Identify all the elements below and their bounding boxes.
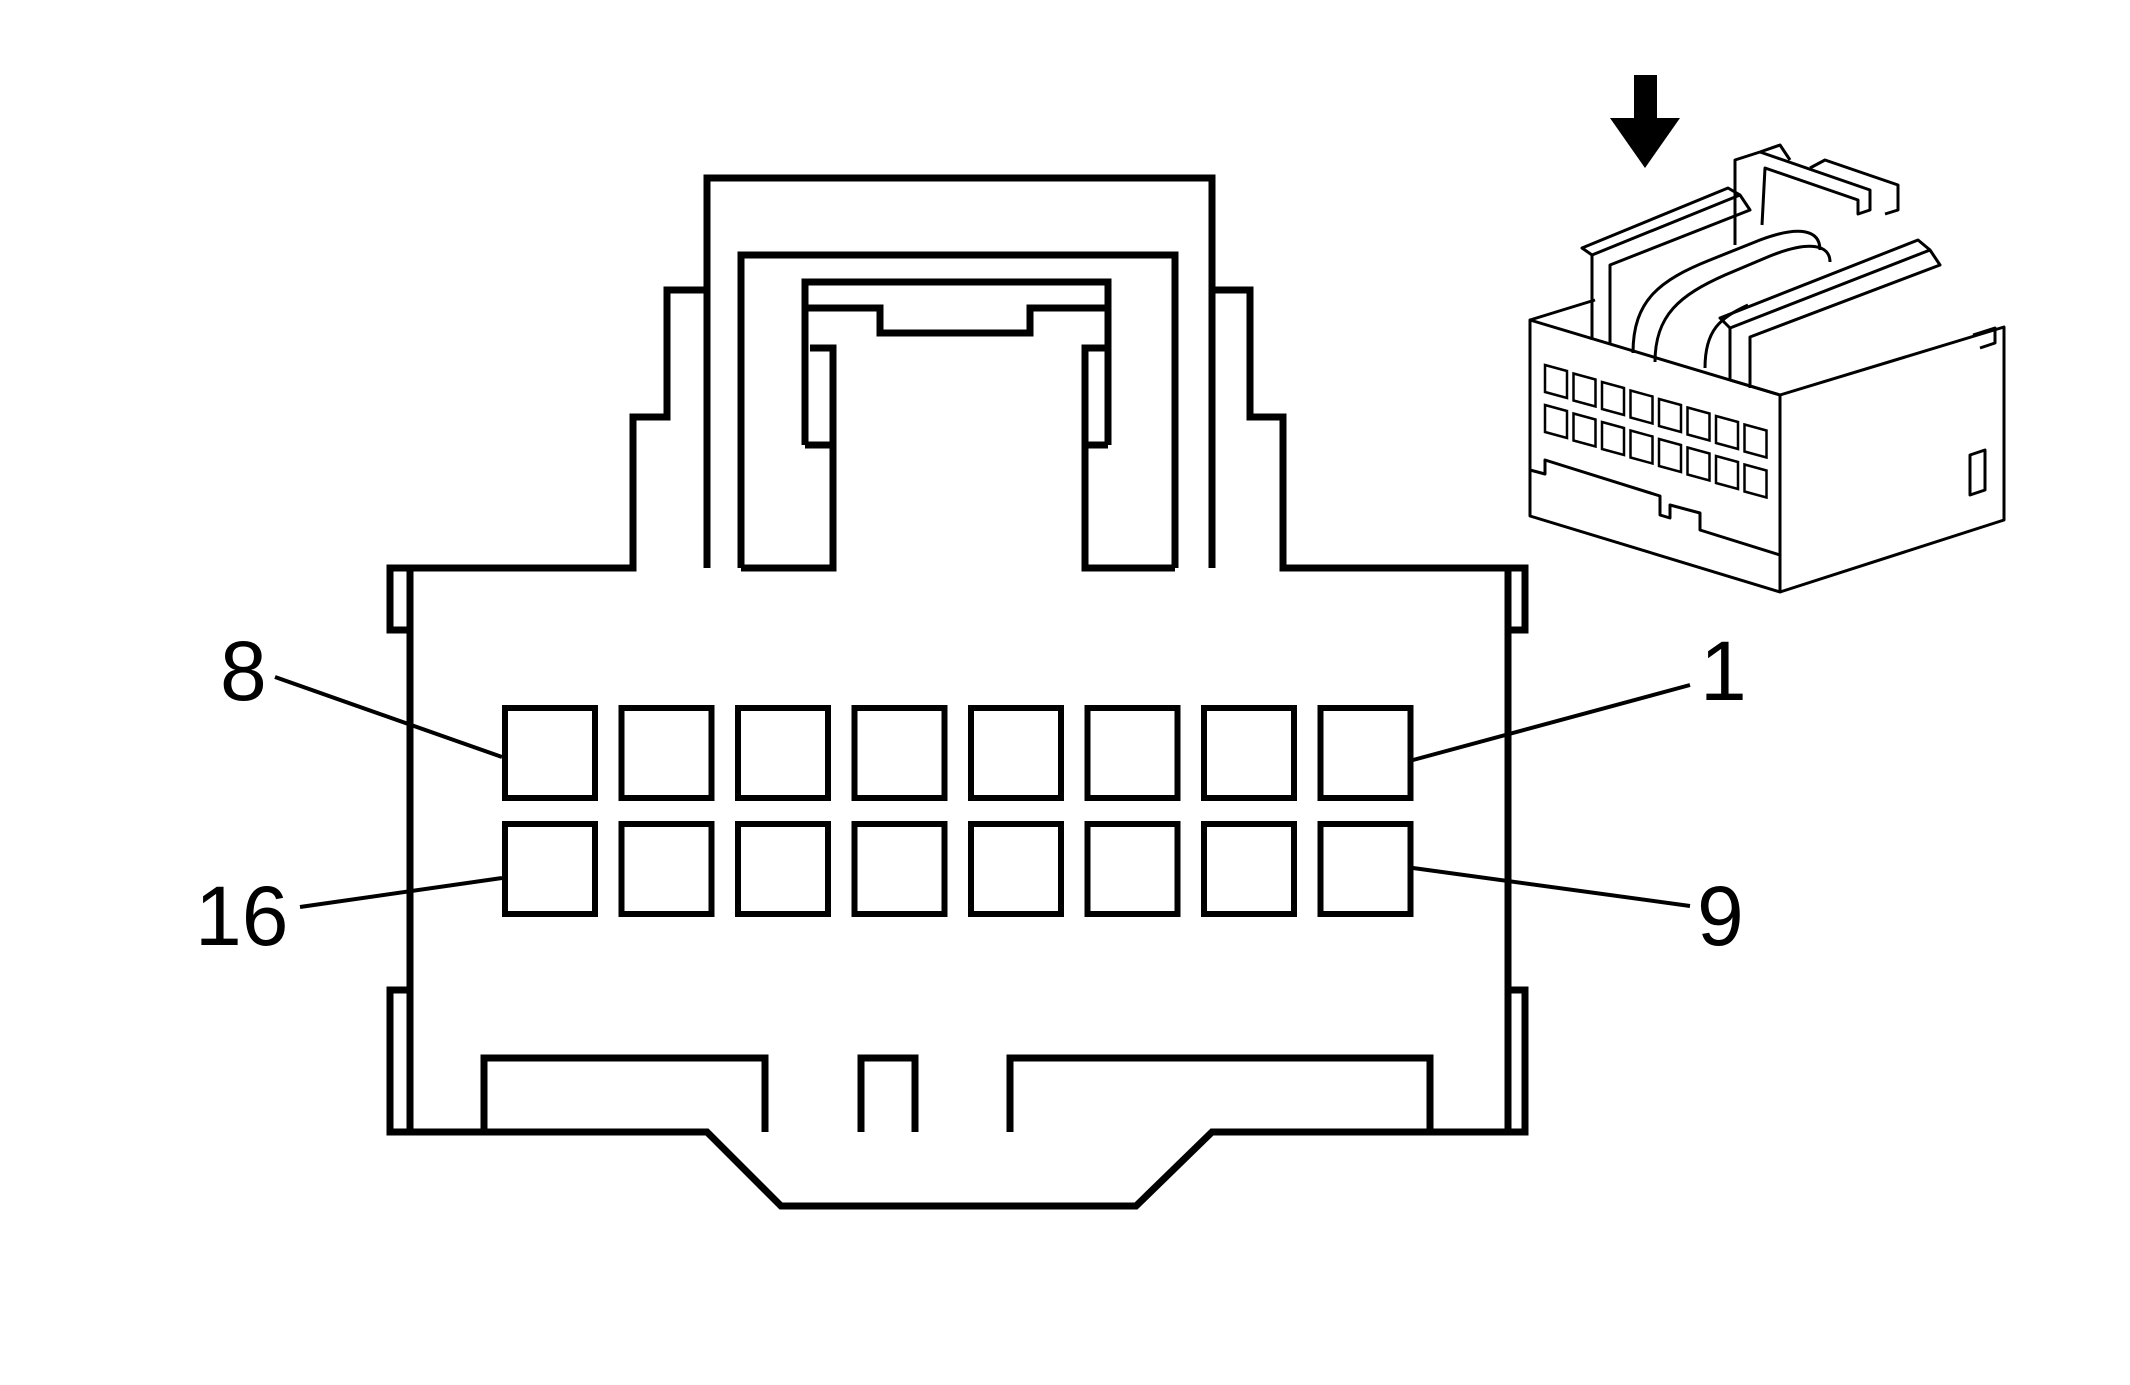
connector-housing-outline — [386, 174, 1529, 1210]
bottom-center-slot — [857, 1054, 919, 1132]
latch-notch — [805, 304, 1108, 337]
latch-outer — [703, 178, 1216, 568]
connector-3d-bottom-notches — [1529, 458, 1781, 557]
pin-cavity-3d — [1714, 414, 1740, 451]
connector-3d-pin-grid — [1543, 363, 1768, 500]
pin-cavity — [851, 821, 948, 917]
pin-cavity-3d — [1543, 363, 1569, 400]
pin-cavity-3d — [1543, 403, 1569, 440]
pin-cavity — [1201, 705, 1297, 801]
pin-cavity-3d — [1743, 462, 1768, 500]
connector-3d-latch-arch — [1631, 229, 1832, 369]
arrow-down-icon — [1610, 75, 1680, 168]
pin-cavity — [1084, 821, 1181, 917]
pin-cavity — [1317, 705, 1414, 801]
bottom-left-slot — [480, 1054, 769, 1132]
connector-3d-side-face — [1779, 325, 2006, 594]
connector-3d-rail-right-top — [1718, 238, 1931, 330]
connector-3d-rail-left — [1590, 193, 1752, 343]
pin-cavity — [618, 705, 715, 801]
connector-3d-top-face — [1529, 298, 1781, 397]
pin-cavity-3d — [1629, 428, 1654, 466]
bottom-right-slot — [1006, 1054, 1434, 1132]
latch-right-rib — [1081, 348, 1108, 449]
pin-cavity — [618, 821, 715, 917]
leader-line-pin-9 — [1412, 866, 1691, 908]
pin-cavity — [1201, 821, 1297, 917]
pin-cavity — [1317, 821, 1414, 917]
pin-cavity-3d — [1600, 420, 1626, 457]
leader-line-pin-1 — [1412, 683, 1691, 762]
pin-cavity-3d — [1572, 371, 1597, 409]
latch-left-rib — [805, 348, 837, 449]
pin-cavity — [735, 821, 831, 917]
pin-cavity — [1084, 705, 1181, 801]
connector-face-view — [386, 174, 1529, 1210]
pin-cavity — [968, 821, 1064, 917]
latch-frame — [737, 251, 1179, 568]
pin-cavity-3d — [1600, 380, 1626, 417]
pin-cavity-3d — [1686, 445, 1711, 483]
latch-inner-right — [1081, 344, 1175, 572]
pin-cavity-3d — [1629, 388, 1654, 426]
pin-label-8: 8 — [220, 624, 267, 718]
connector-3d-tab-right — [1972, 326, 1997, 350]
pin-cavity-3d — [1657, 437, 1683, 474]
pin-cavity — [851, 705, 948, 801]
pin-cavity — [968, 705, 1064, 801]
leader-lines — [274, 675, 1691, 909]
pin-cavity-3d — [1743, 422, 1768, 460]
leader-line-pin-16 — [299, 876, 503, 909]
connector-3d-tab-side — [1968, 448, 1987, 497]
pin-cavity-3d — [1686, 405, 1711, 443]
latch-window — [801, 278, 1112, 445]
connector-3d-rail-right — [1728, 248, 1942, 388]
pin-cavity — [502, 821, 598, 917]
pin-cavity — [502, 705, 598, 801]
pin-cavity-3d — [1714, 454, 1740, 491]
connector-3d-latch-handle — [1733, 143, 1900, 245]
pin-cavity — [735, 705, 831, 801]
pin-label-16: 16 — [195, 869, 288, 963]
pin-cavity-3d — [1657, 397, 1683, 434]
pin-label-1: 1 — [1700, 624, 1747, 718]
connector-3d-icon — [1528, 143, 2006, 594]
latch-inner-left — [741, 344, 837, 572]
pin-cavity-grid — [502, 705, 1414, 917]
leader-line-pin-8 — [274, 675, 503, 759]
pin-cavity-3d — [1572, 411, 1597, 449]
pin-label-9: 9 — [1697, 869, 1744, 963]
